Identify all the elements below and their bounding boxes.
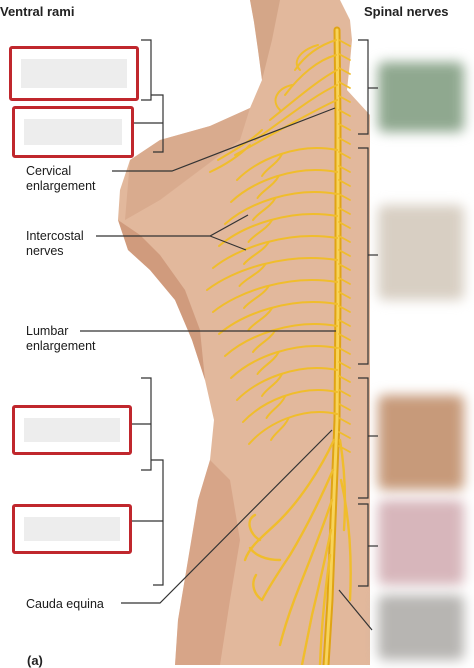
intercostal-branch (270, 417, 290, 441)
intercostal-nerves-label: Intercostal nerves (26, 229, 84, 258)
spinal-nerve-stub (338, 347, 351, 355)
spinal-nerve-stub (338, 67, 351, 75)
spinal-nerve-stub (338, 389, 351, 397)
leader-bottom (338, 589, 373, 631)
intercostal-branch (247, 219, 274, 243)
intercostal-branch (247, 307, 274, 331)
spinal-nerve-swatch-2 (378, 205, 464, 300)
spinal-nerve-stub (338, 179, 351, 187)
spinal-nerve-stub (338, 431, 351, 439)
leader-intercostal (96, 214, 249, 251)
intercostal-nerve (236, 147, 338, 181)
leader-cauda (121, 429, 333, 604)
intercostal-nerve (230, 345, 338, 379)
spinal-nerve-stub (338, 249, 351, 257)
spinal-nerve-stub (338, 81, 351, 89)
ventral-rami-heading: Ventral rami (0, 4, 75, 19)
intercostal-nerve (224, 191, 338, 225)
intercostal-branch (261, 153, 283, 177)
spinal-nerve-swatch-4 (378, 500, 464, 585)
spinal-nerve-stub (338, 305, 351, 313)
spinal-nerve-stub (338, 221, 351, 229)
brachial-plexus (209, 39, 338, 173)
spinal-nerve-stub (338, 277, 351, 285)
intercostal-branch (252, 329, 277, 353)
spinal-nerve-stubs (338, 39, 351, 453)
cervical-enlargement-label: Cervical enlargement (26, 164, 96, 193)
bracket-right-2 (358, 147, 369, 365)
hip-shadow (175, 460, 240, 665)
intercostal-branch (261, 373, 283, 397)
spinal-nerve-stub (338, 291, 351, 299)
intercostal-nerves (206, 147, 338, 445)
spinal-nerve-stub (338, 361, 351, 369)
intercostal-branch (243, 285, 270, 309)
spinal-nerve-stub (338, 319, 351, 327)
spinal-nerve-swatch-5 (378, 595, 464, 660)
spinal-nerve-swatch-1 (378, 62, 464, 132)
bracket-right-1 (358, 39, 369, 135)
spinal-nerves-heading: Spinal nerves (364, 4, 449, 19)
shoulder-shading (125, 108, 250, 220)
intercostal-branch (252, 197, 277, 221)
lumbar-enlargement-label: Lumbar enlargement (26, 324, 96, 353)
intercostal-nerve (242, 389, 338, 423)
panel-label: (a) (27, 653, 43, 668)
spinal-nerve-stub (338, 53, 351, 61)
intercostal-nerve (212, 235, 338, 269)
bracket-right-4 (358, 503, 369, 587)
intercostal-nerve (218, 213, 338, 247)
intercostal-nerve (230, 169, 338, 203)
spinal-nerve-stub (338, 403, 351, 411)
intercostal-nerve (206, 257, 338, 291)
answer-box-1[interactable] (9, 46, 139, 101)
spinal-nerve-stub (338, 235, 351, 243)
spinal-nerve-stub (338, 417, 351, 425)
spinal-nerve-stub (338, 193, 351, 201)
bracket-right-3 (358, 377, 369, 499)
spinal-nerve-stub (338, 95, 351, 103)
spinal-nerve-stub (338, 165, 351, 173)
spinal-nerve-stub (338, 333, 351, 341)
spinal-nerve-stub (338, 375, 351, 383)
answer-box-3[interactable] (12, 405, 132, 455)
intercostal-branch (243, 241, 270, 265)
leader-cervical (112, 107, 336, 172)
intercostal-branch (256, 351, 280, 375)
side-shadow (118, 220, 205, 380)
bracket-left-1 (141, 39, 152, 101)
intercostal-nerve (218, 301, 338, 335)
spinal-nerve-stub (338, 39, 351, 47)
answer-box-4[interactable] (12, 504, 132, 554)
intercostal-branch (256, 175, 280, 199)
bracket-left-4 (151, 459, 164, 586)
answer-box-2[interactable] (12, 106, 134, 158)
intercostal-nerve (236, 367, 338, 401)
spinal-nerve-stub (338, 109, 351, 117)
intercostal-branch (238, 263, 267, 287)
spinal-nerve-stub (338, 137, 351, 145)
lumbosacral-plexus (243, 438, 352, 665)
spinal-nerve-stub (338, 263, 351, 271)
neck-shadow (250, 0, 280, 80)
spinal-nerve-swatch-3 (378, 395, 464, 490)
spinal-cord-highlight (324, 28, 340, 665)
intercostal-nerve (212, 279, 338, 313)
intercostal-branch (265, 395, 287, 419)
spinal-nerve-stub (338, 207, 351, 215)
spinal-nerve-stub (338, 123, 351, 131)
intercostal-nerve (248, 411, 338, 445)
spinal-nerve-stub (338, 151, 351, 159)
cauda-equina-label: Cauda equina (26, 597, 104, 611)
